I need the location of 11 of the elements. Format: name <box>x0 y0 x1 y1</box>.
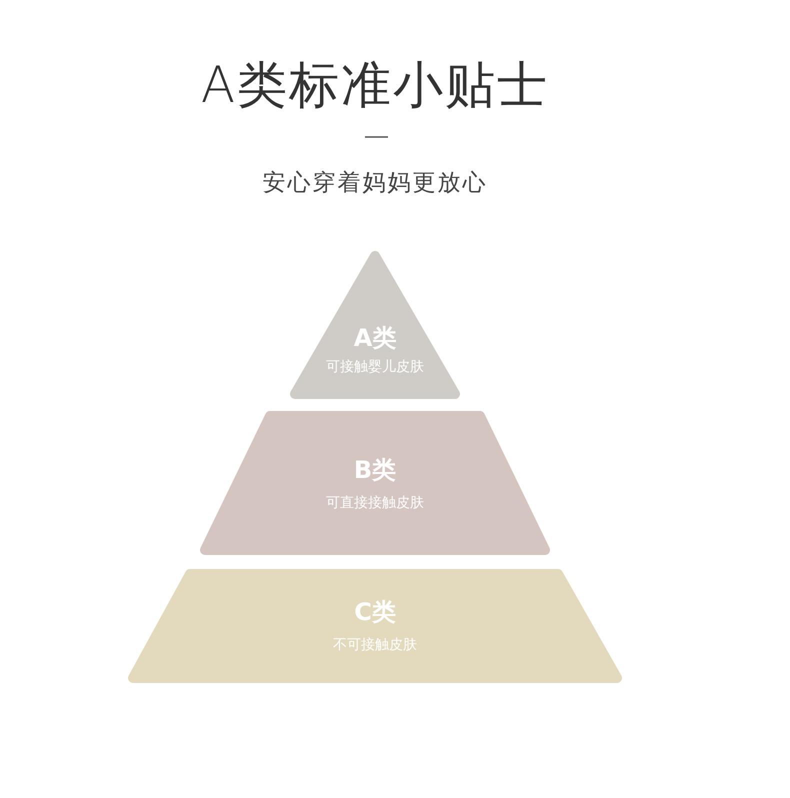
tier-description: 可接触婴儿皮肤 <box>326 358 424 376</box>
tier-description: 不可接触皮肤 <box>333 636 417 654</box>
tier-heading: B类 <box>354 455 396 486</box>
tier-heading: C类 <box>354 597 396 628</box>
triangle-tier <box>290 250 460 398</box>
trapezoid-tier <box>128 568 622 683</box>
trapezoid-tier <box>200 410 550 555</box>
subtitle: 安心穿着妈妈更放心 <box>262 169 488 198</box>
title: A类标准小贴士 <box>200 55 550 116</box>
tier-description: 可直接接触皮肤 <box>326 494 424 512</box>
tier-heading: A类 <box>354 323 396 354</box>
